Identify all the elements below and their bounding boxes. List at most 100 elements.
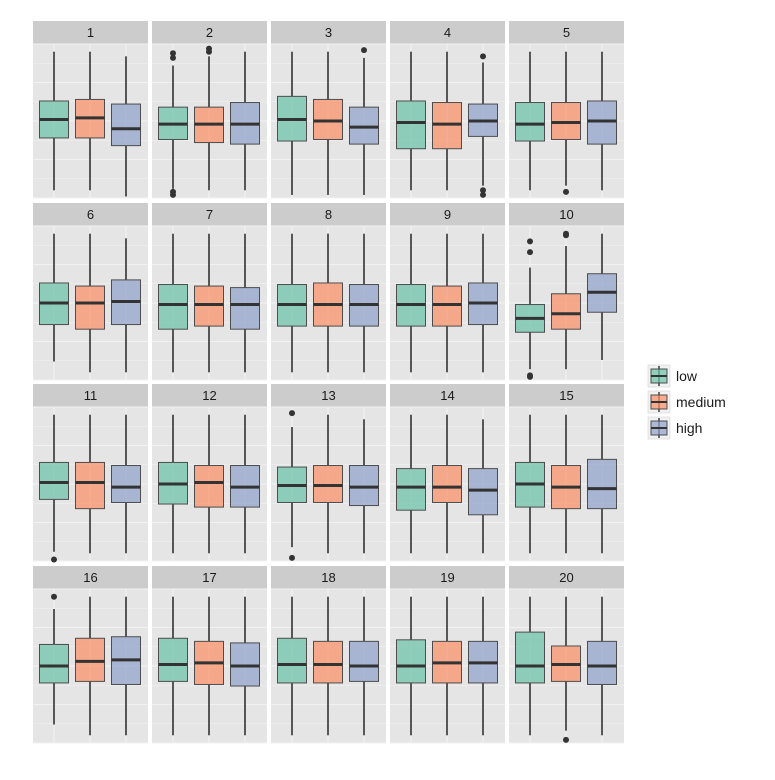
box-iqr bbox=[551, 102, 581, 140]
facet-panel: 14 bbox=[390, 384, 505, 562]
legend-label: high bbox=[676, 420, 702, 436]
box-iqr bbox=[349, 465, 379, 507]
legend-item-low: low bbox=[647, 364, 698, 388]
box-iqr bbox=[39, 461, 69, 500]
facet-strip-label: 3 bbox=[325, 25, 332, 40]
box-iqr bbox=[515, 102, 545, 142]
box-iqr bbox=[158, 637, 188, 682]
boxplot-high bbox=[230, 233, 260, 373]
box-iqr bbox=[432, 285, 462, 327]
outlier-point bbox=[480, 191, 486, 198]
facet-panel: 13 bbox=[271, 384, 386, 562]
box-iqr bbox=[587, 640, 617, 685]
facet-strip bbox=[509, 384, 624, 407]
facet-panel: 4 bbox=[390, 21, 505, 199]
facet-panel: 7 bbox=[152, 203, 267, 381]
outlier-point bbox=[563, 736, 569, 743]
boxplot-medium bbox=[194, 233, 224, 373]
box-iqr bbox=[587, 458, 617, 510]
box-iqr bbox=[551, 293, 581, 330]
boxplot-high bbox=[349, 233, 379, 373]
legend-item-medium: medium bbox=[647, 390, 726, 414]
facet-panel: 5 bbox=[509, 21, 624, 199]
box-iqr bbox=[396, 639, 426, 684]
facet-strip-label: 10 bbox=[559, 207, 573, 222]
outlier-point bbox=[480, 187, 486, 194]
boxplot-high bbox=[468, 53, 498, 198]
boxplot-low bbox=[158, 414, 188, 554]
outlier-point bbox=[563, 230, 569, 237]
boxplot-high bbox=[111, 238, 141, 373]
box-iqr bbox=[194, 285, 224, 327]
outlier-point bbox=[170, 188, 176, 195]
boxplot-medium bbox=[313, 596, 343, 736]
boxplot-medium bbox=[551, 230, 581, 370]
boxplot-medium bbox=[551, 51, 581, 195]
boxplot-low bbox=[515, 238, 545, 380]
boxplot-medium bbox=[75, 596, 105, 736]
box-iqr bbox=[349, 640, 379, 682]
facet-panel: 2 bbox=[152, 21, 267, 199]
facet-strip bbox=[509, 566, 624, 589]
facet-strip bbox=[33, 203, 148, 226]
facet-strip-label: 2 bbox=[206, 25, 213, 40]
boxplot-medium bbox=[75, 233, 105, 373]
facet-panel: 6 bbox=[33, 203, 148, 381]
boxplot-high bbox=[587, 414, 617, 554]
boxplot-medium bbox=[551, 596, 581, 743]
facet-strip-label: 13 bbox=[321, 388, 335, 403]
boxplot-low bbox=[396, 233, 426, 373]
facet-panel: 1 bbox=[33, 21, 148, 199]
facet-strip-label: 1 bbox=[87, 25, 94, 40]
facet-strip-label: 20 bbox=[559, 570, 573, 585]
box-iqr bbox=[75, 285, 105, 330]
facet-strip bbox=[271, 566, 386, 589]
facet-strip-label: 5 bbox=[563, 25, 570, 40]
boxplot-low bbox=[396, 596, 426, 736]
facet-strip bbox=[390, 21, 505, 44]
boxplot-high bbox=[111, 56, 141, 197]
boxplot-high bbox=[230, 414, 260, 554]
facet-strip-label: 9 bbox=[444, 207, 451, 222]
box-iqr bbox=[75, 461, 105, 510]
facet-panel: 12 bbox=[152, 384, 267, 562]
boxplot-low bbox=[39, 414, 69, 563]
boxplot-high bbox=[230, 51, 260, 191]
box-iqr bbox=[194, 465, 224, 508]
box-iqr bbox=[396, 100, 426, 150]
boxplot-high bbox=[111, 596, 141, 736]
boxplot-medium bbox=[551, 414, 581, 554]
outlier-point bbox=[527, 249, 533, 256]
boxplot-medium bbox=[432, 233, 462, 373]
boxplot-medium bbox=[313, 233, 343, 373]
boxplot-medium bbox=[432, 51, 462, 191]
facet-strip bbox=[509, 21, 624, 44]
facet-panel: 3 bbox=[271, 21, 386, 199]
box-iqr bbox=[313, 640, 343, 684]
boxplot-medium bbox=[432, 414, 462, 554]
box-iqr bbox=[277, 637, 307, 684]
boxplot-high bbox=[349, 47, 379, 195]
facet-panel: 15 bbox=[509, 384, 624, 562]
box-iqr bbox=[313, 98, 343, 140]
facet-panel: 19 bbox=[390, 566, 505, 744]
box-iqr bbox=[75, 637, 105, 682]
outlier-point bbox=[170, 50, 176, 57]
facet-strip-label: 16 bbox=[83, 570, 97, 585]
boxplot-high bbox=[111, 414, 141, 554]
facet-strip bbox=[509, 203, 624, 226]
boxplot-low bbox=[39, 51, 69, 191]
facet-panel: 16 bbox=[33, 566, 148, 744]
box-iqr bbox=[587, 100, 617, 145]
boxplot-medium bbox=[75, 414, 105, 554]
facet-panel: 20 bbox=[509, 566, 624, 744]
facet-panel: 18 bbox=[271, 566, 386, 744]
boxplot-low bbox=[39, 233, 69, 362]
facet-panel: 17 bbox=[152, 566, 267, 744]
outlier-point bbox=[51, 556, 57, 563]
boxplot-medium bbox=[75, 51, 105, 191]
